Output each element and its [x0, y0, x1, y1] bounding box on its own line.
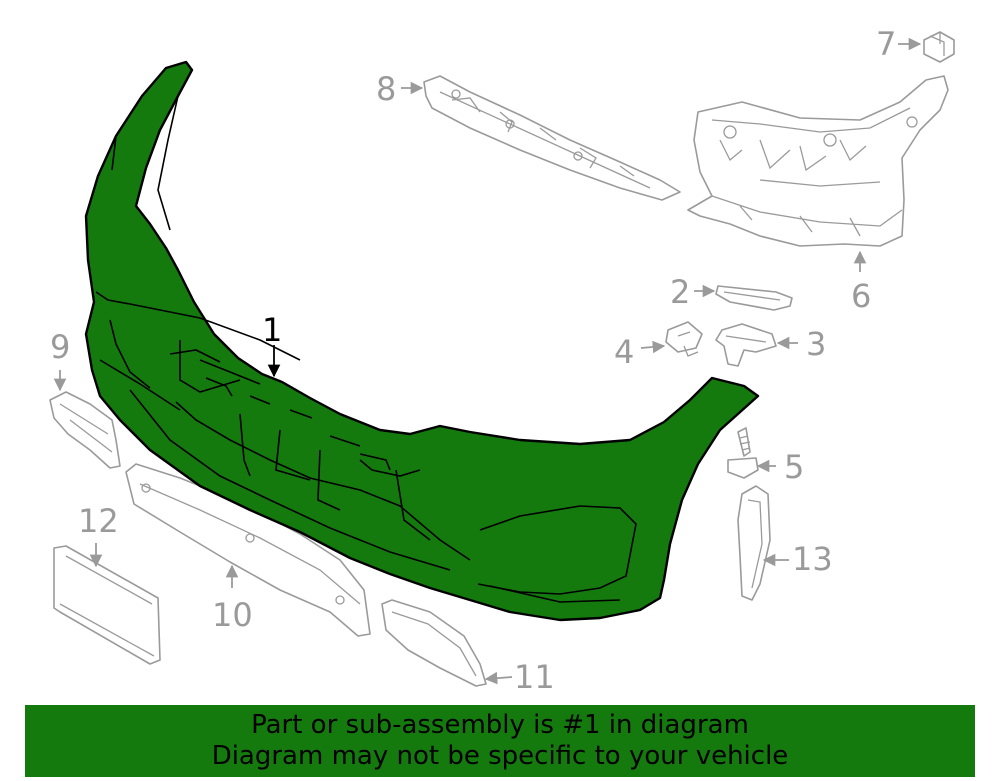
footer-line-1: Part or sub-assembly is #1 in diagram — [251, 710, 749, 740]
left-trim-bracket-part — [49, 391, 121, 469]
callout-4: 4 — [614, 333, 634, 371]
footer-line-2: Diagram may not be specific to your vehi… — [211, 741, 789, 771]
retainer-strip-part — [715, 285, 793, 311]
footer-banner: Part or sub-assembly is #1 in diagram Di… — [25, 705, 975, 777]
callout-7: 7 — [876, 25, 896, 63]
callout-1: 1 — [262, 311, 282, 349]
bumper-cover-shape — [84, 60, 760, 622]
callout-6: 6 — [851, 277, 871, 315]
clip-nut-part — [923, 31, 955, 63]
callout-10: 10 — [212, 596, 253, 634]
bumper-cover-part — [84, 60, 760, 622]
callout-13: 13 — [792, 540, 833, 578]
callout-3: 3 — [806, 325, 826, 363]
mounting-bracket-part — [715, 323, 777, 367]
push-clip-part — [665, 321, 703, 357]
side-trim-part — [737, 485, 771, 601]
callout-8: 8 — [376, 70, 396, 108]
callout-arrows — [53, 37, 922, 685]
callout-9: 9 — [50, 328, 70, 366]
side-bracket-part — [687, 75, 949, 247]
fog-lamp-cover-part — [381, 599, 487, 687]
callout-12: 12 — [78, 502, 119, 540]
license-plate-bracket-part — [53, 545, 161, 665]
screw-part — [727, 427, 759, 479]
callout-5: 5 — [784, 448, 804, 486]
callout-labels: 1 2 3 4 5 6 7 8 9 10 11 12 13 — [50, 25, 896, 696]
callout-11: 11 — [514, 658, 555, 696]
callout-2: 2 — [670, 273, 690, 311]
upper-support-part — [423, 75, 681, 201]
